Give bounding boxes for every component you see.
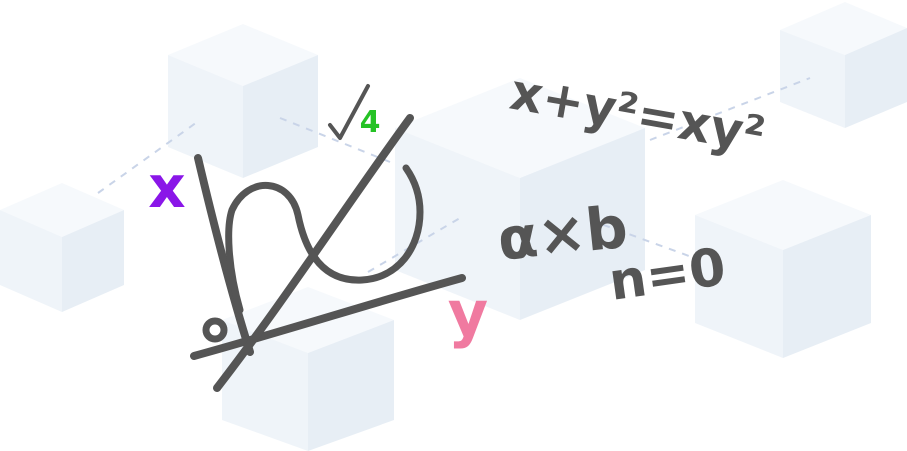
equation-alpha-times-b: α×b [494, 193, 630, 274]
cube-top-left [168, 24, 318, 178]
y-axis-label: y [448, 277, 488, 350]
horizontal-axis [190, 274, 466, 360]
cube-center [395, 78, 645, 320]
x-axis-label: x [148, 153, 185, 221]
loop-curve [225, 164, 424, 314]
axes [190, 114, 466, 392]
origin-circle [202, 317, 228, 343]
sqrt-sign [328, 84, 370, 140]
cube-left-low [0, 183, 124, 312]
cube-right [695, 180, 871, 358]
cube-top-right [780, 2, 907, 128]
origin-marker [202, 317, 228, 343]
cube-bottom-center [222, 287, 394, 451]
vertical-axis [194, 154, 254, 356]
diagonal-line [213, 114, 414, 392]
dashed-lines [97, 77, 811, 273]
sqrt-value: 4 [360, 105, 381, 140]
